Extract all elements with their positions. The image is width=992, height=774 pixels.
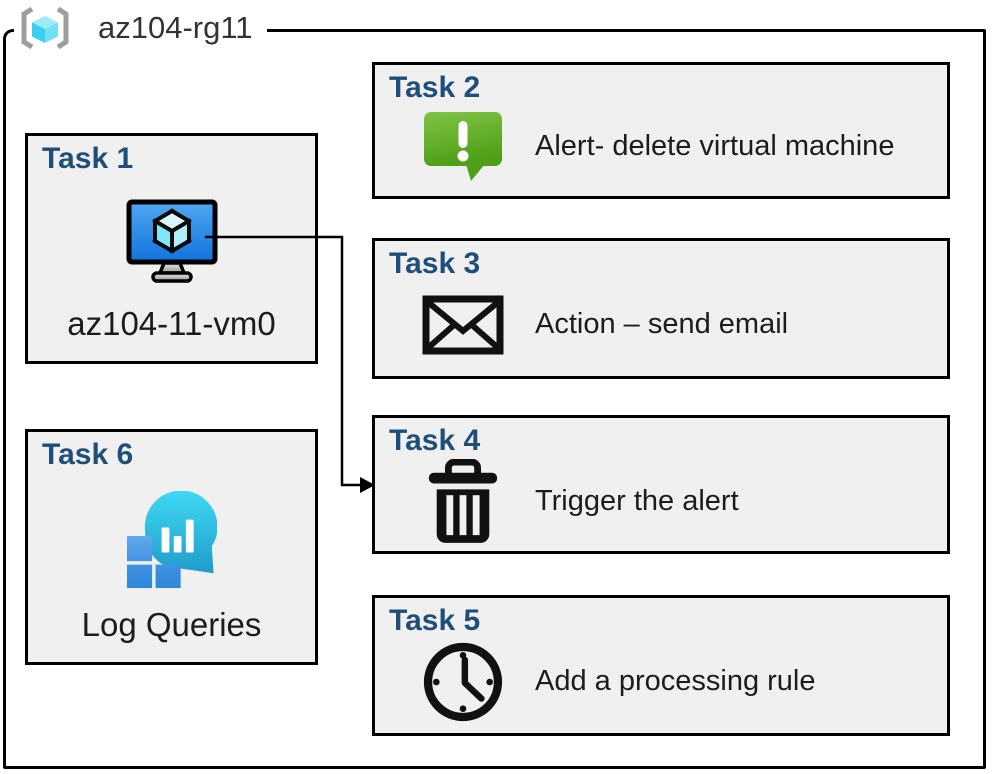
task-title: Task 6 — [42, 438, 134, 471]
task-label: Trigger the alert — [535, 485, 739, 517]
icon-slot — [417, 110, 509, 184]
resource-group-header: az104-rg11 — [14, 2, 267, 54]
task-title: Task 1 — [42, 142, 134, 175]
resource-group-icon — [21, 6, 69, 50]
task-3-box: Task 3 Action – send email — [372, 238, 950, 379]
task-title: Task 2 — [389, 71, 481, 104]
virtual-machine-icon — [126, 199, 217, 283]
task-1-box: Task 1 — [25, 133, 318, 364]
task-5-box: Task 5 Add a processing rule — [372, 595, 950, 736]
task-icon-area: Alert- delete virtual machine — [417, 106, 933, 189]
task-title: Task 5 — [389, 604, 481, 637]
task-label: Log Queries — [81, 606, 262, 643]
task-6-box: Task 6 — [25, 429, 318, 665]
resource-group-border — [3, 29, 986, 769]
task-4-box: Task 4 Trigger the alert — [372, 415, 950, 554]
task-icon-area — [42, 473, 301, 607]
task-2-box: Task 2 Alert- delete virtual machin — [372, 62, 950, 199]
alert-icon — [424, 111, 502, 181]
task-label: Add a processing rule — [535, 665, 816, 698]
task-icon-area: Add a processing rule — [417, 639, 933, 726]
email-icon — [422, 295, 504, 355]
trash-icon — [428, 458, 498, 543]
clock-icon — [423, 642, 503, 721]
task-label: az104-11-vm0 — [67, 305, 276, 342]
task-icon-area — [42, 177, 301, 306]
task-label: Action – send email — [535, 308, 789, 341]
icon-slot — [417, 295, 509, 355]
resource-group-name: az104-rg11 — [98, 10, 253, 45]
task-label: Alert- delete virtual machine — [535, 130, 895, 163]
log-analytics-icon — [126, 490, 217, 588]
task-icon-area: Action – send email — [417, 282, 933, 369]
icon-slot — [417, 639, 509, 725]
task-title: Task 3 — [389, 247, 481, 280]
task-title: Task 4 — [389, 424, 481, 457]
icon-slot — [417, 458, 509, 545]
task-icon-area: Trigger the alert — [417, 458, 933, 545]
